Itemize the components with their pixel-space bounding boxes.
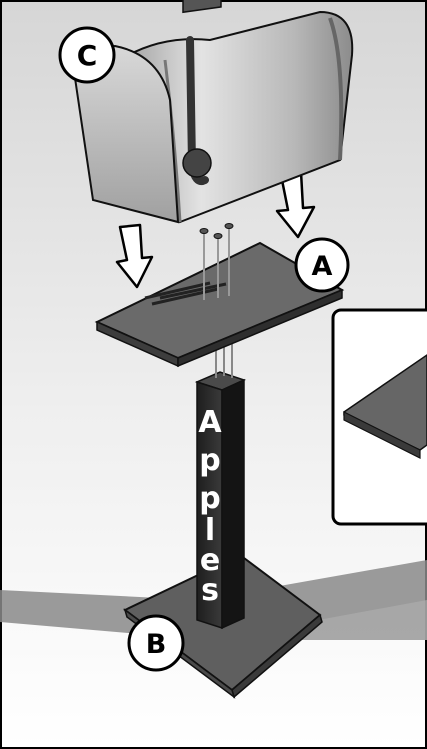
callout-c: C: [60, 28, 114, 82]
callout-b-label: B: [146, 629, 167, 660]
post-letter-2: p: [199, 443, 220, 478]
callout-b: B: [129, 616, 183, 670]
post-letter-1: A: [198, 405, 222, 440]
callout-a: A: [296, 239, 348, 291]
post-lettering: A p p l e s: [198, 405, 222, 608]
callout-c-label: C: [77, 39, 98, 72]
post-letter-6: s: [201, 573, 219, 608]
callout-a-label: A: [312, 251, 333, 282]
detail-inset: [333, 310, 427, 524]
post-letter-3: p: [199, 481, 220, 516]
